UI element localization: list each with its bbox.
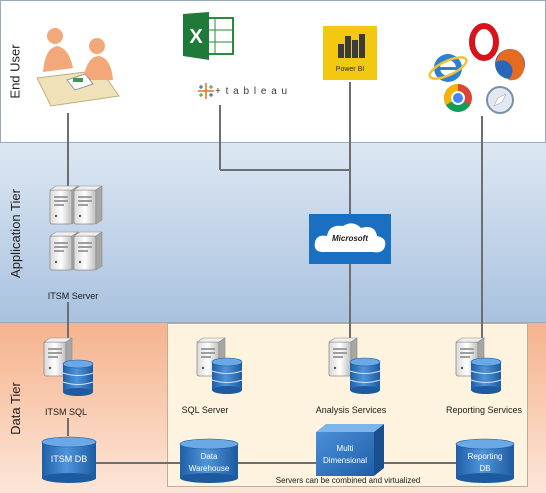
analysis-services-label: Analysis Services [315,405,387,415]
itsm-db-label: ITSM DB [50,454,88,464]
itsm-sql-server [43,337,94,397]
multidimensional-label-line2: Dimensional [322,456,368,465]
itsm-db-cylinder [41,436,97,483]
browsers-picture [424,12,536,116]
sql-server-label: SQL Server [181,405,229,415]
reporting-services-label: Reporting Services [445,405,523,415]
svg-text:X: X [189,26,203,48]
connector-lines [67,82,483,464]
microsoft-cloud-label: Microsoft [332,234,368,243]
reporting-db-label-line1: Reporting [467,452,503,461]
microsoft-cloud-icon [309,214,391,264]
tableau-label: + t a b l e a u [215,86,289,97]
end-user-picture [33,12,123,107]
data-warehouse-label-line1: Data [200,452,218,461]
multidimensional-cube [316,424,384,476]
itsm-sql-label: ITSM SQL [44,407,87,417]
reporting-db-label-line2: DB [479,464,491,473]
power-bi-label: Power BI [335,66,365,73]
sql-server [196,337,243,395]
safari-icon [486,86,514,114]
opera-icon [469,23,499,61]
excel-icon: X [183,12,234,60]
itsm-server-label: ITSM Server [47,291,99,301]
tableau-icon [198,83,214,99]
reporting-db-cylinder [455,438,515,483]
firefox-icon [495,49,525,81]
chrome-icon [444,84,472,112]
virtualization-note: Servers can be combined and virtualized [275,476,421,485]
data-warehouse-cylinder [179,438,239,483]
analysis-services-server [328,337,381,395]
data-warehouse-label-line2: Warehouse [188,464,230,473]
internet-explorer-icon [428,54,468,82]
reporting-services-server [455,337,502,395]
itsm-server-cluster [49,185,103,271]
power-bi-icon [323,26,377,80]
multidimensional-label-line1: Multi [336,444,354,453]
